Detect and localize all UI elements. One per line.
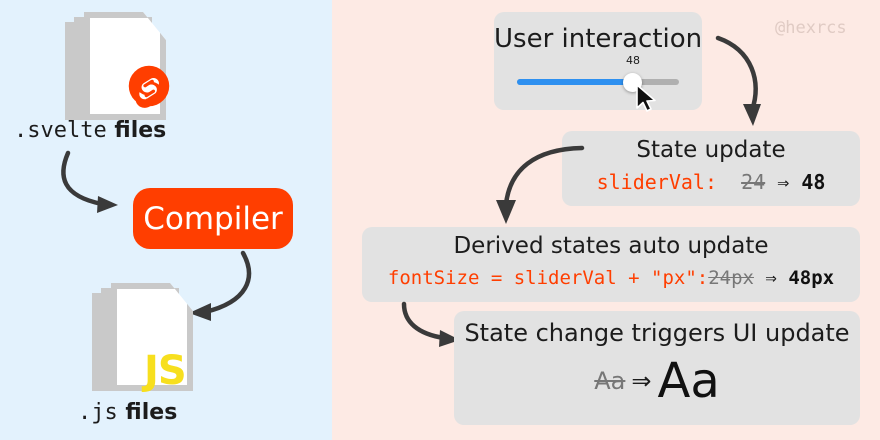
svelte-logo-icon [128, 65, 170, 108]
state-update-code: sliderVal: 24 ⇒ 48 [562, 170, 860, 194]
ui-old-sample: Aa [594, 367, 626, 395]
derived-states-code: fontSize = sliderVal + "px":24px ⇒ 48px [362, 267, 860, 289]
state-old-value: 24 [741, 170, 766, 194]
arrow-derived-to-ui [401, 301, 460, 347]
js-badge: JS [144, 348, 187, 394]
font-size-slider[interactable]: 48 [517, 54, 679, 112]
left-panel-svelte-pipeline: .svelte files Compiler JS .js files [0, 0, 332, 440]
derived-new-value: 48px [788, 267, 835, 289]
slider-value-label: 48 [626, 54, 640, 67]
mouse-cursor-icon [636, 84, 656, 112]
derived-states-card: Derived states auto update fontSize = sl… [362, 227, 860, 302]
derived-states-title: Derived states auto update [453, 233, 769, 259]
user-interaction-title: User interaction [494, 24, 703, 54]
file-sheet-front [111, 283, 193, 391]
ui-update-title: State change triggers UI update [464, 319, 850, 347]
derived-expression: fontSize = sliderVal + "px": [387, 267, 709, 289]
svelte-files-icon [65, 12, 175, 124]
arrow-compiler-to-js [189, 250, 252, 321]
state-new-value: 48 [801, 170, 826, 194]
state-update-card: State update sliderVal: 24 ⇒ 48 [562, 131, 860, 206]
arrow-svelte-to-compiler [61, 150, 118, 213]
ui-new-sample: Aa [657, 353, 720, 409]
derived-transition-arrow: ⇒ [765, 267, 777, 289]
state-var-name: sliderVal: [596, 170, 717, 194]
ui-update-card: State change triggers UI update Aa⇒Aa [454, 311, 860, 425]
state-transition-arrow: ⇒ [777, 170, 790, 194]
state-update-title: State update [636, 137, 786, 163]
arrow-state-to-derived [496, 145, 585, 224]
svelte-files-word: files [114, 118, 167, 143]
js-ext-label: .js [78, 400, 118, 425]
ui-transition-arrow: ⇒ [631, 367, 652, 395]
compiler-button[interactable]: Compiler [133, 188, 293, 249]
slider-track-fill [517, 79, 632, 85]
arrow-interaction-to-state [715, 35, 761, 126]
js-files-caption: .js files [78, 400, 177, 425]
svelte-files-caption: .svelte files [14, 118, 166, 143]
user-interaction-card: User interaction 48 [494, 12, 703, 112]
compiler-label: Compiler [143, 200, 283, 237]
derived-old-value: 24px [708, 267, 754, 289]
js-files-icon: JS [92, 283, 202, 395]
ui-update-demo: Aa⇒Aa [454, 357, 860, 405]
svelte-ext-label: .svelte [14, 118, 107, 143]
watermark-handle: @hexrcs [775, 18, 847, 38]
js-files-word: files [125, 400, 178, 425]
